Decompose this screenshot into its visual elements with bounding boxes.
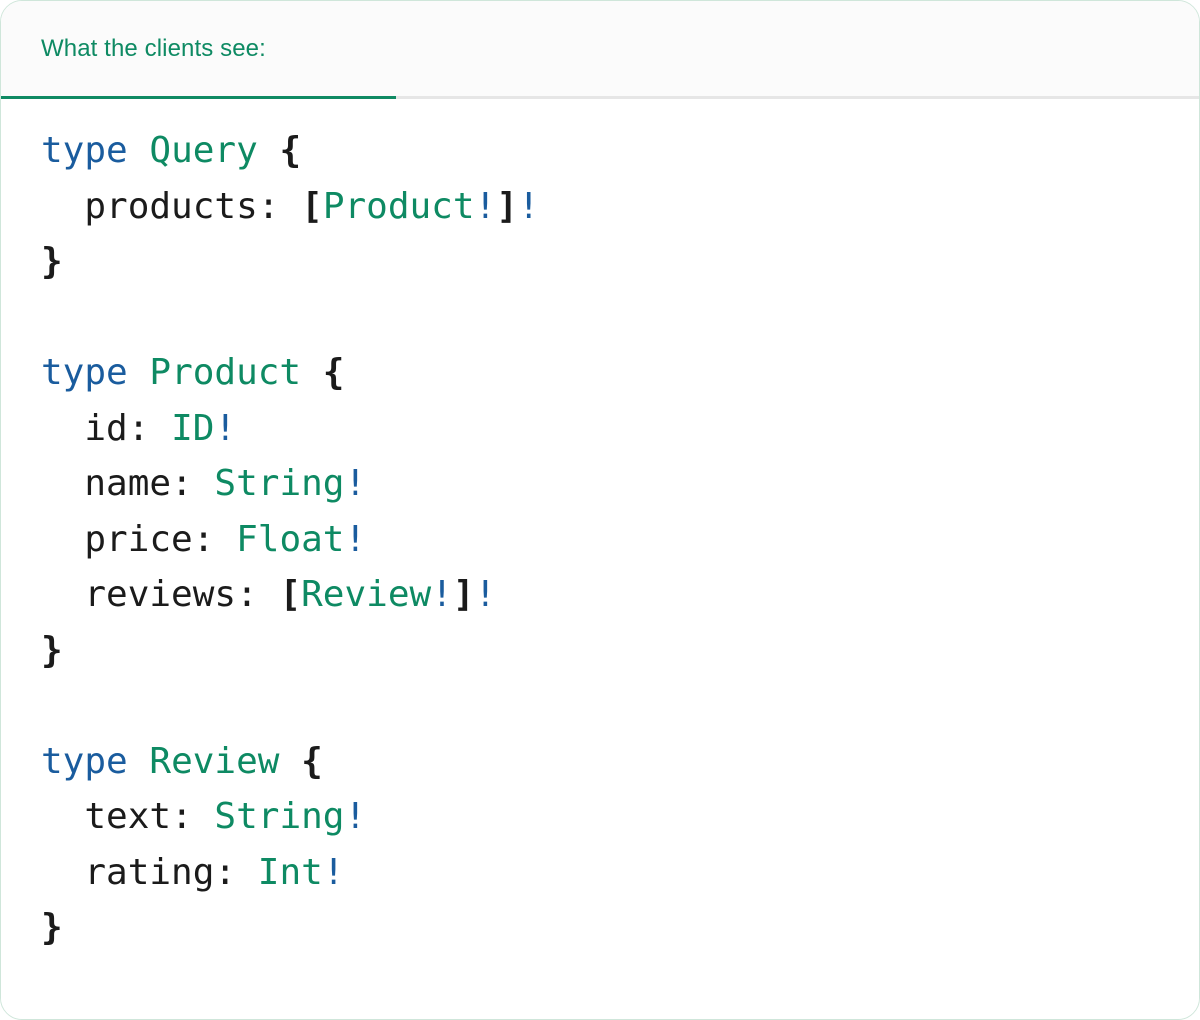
code-token: ! [474,574,497,615]
code-token [258,574,280,615]
code-token: type [41,130,128,171]
code-token: reviews: [84,574,258,615]
code-token: Product [322,185,475,227]
code-token: ! [344,518,367,560]
graphql-schema-code: type Query { products: [Product!]! } typ… [41,123,1199,956]
code-token: [ [279,574,302,615]
code-token [193,463,215,504]
code-token [149,408,171,449]
tab-label: What the clients see: [41,34,266,62]
code-token [214,519,236,560]
code-token: Product [149,352,302,393]
code-token: String [214,463,345,504]
code-token: Int [257,851,323,893]
code-token: { [279,130,302,171]
code-token [128,130,150,171]
code-token: type [41,740,128,782]
code-token: ! [214,407,237,449]
tab-bar: What the clients see: [1,1,1199,99]
code-token [193,796,215,837]
code-token: ] [452,574,475,615]
code-token: price: [84,518,215,560]
code-token: } [41,907,63,948]
code-token: rating: [84,851,237,893]
code-token [128,352,150,393]
code-token: Review [149,740,280,782]
code-token: { [301,740,323,782]
code-token: } [41,629,63,671]
code-token: name: [84,463,193,504]
code-token: ! [344,796,367,837]
code-token [279,741,301,782]
code-token: } [41,241,63,282]
code-token: Query [149,130,258,171]
code-token [301,352,323,393]
code-token: products: [84,185,280,227]
code-token: ! [474,185,497,227]
code-token [236,852,258,893]
code-token [128,741,150,782]
code-token: ID [171,407,215,449]
code-token: Float [236,518,345,560]
code-token: ! [322,851,345,893]
code-token: type [41,352,128,393]
code-token: id: [84,407,150,449]
code-token: Review [301,574,432,615]
code-token: [ [301,185,323,227]
code-token: String [214,796,345,837]
code-area[interactable]: type Query { products: [Product!]! } typ… [1,99,1199,1018]
code-token: ! [344,463,367,504]
code-token: ! [517,185,540,227]
code-token: ] [496,185,518,227]
code-token: text: [84,796,193,837]
code-token [279,186,301,227]
code-token: ! [431,574,453,615]
code-token [258,130,280,171]
code-token: { [322,352,345,393]
tab-what-the-clients-see[interactable]: What the clients see: [1,1,396,99]
